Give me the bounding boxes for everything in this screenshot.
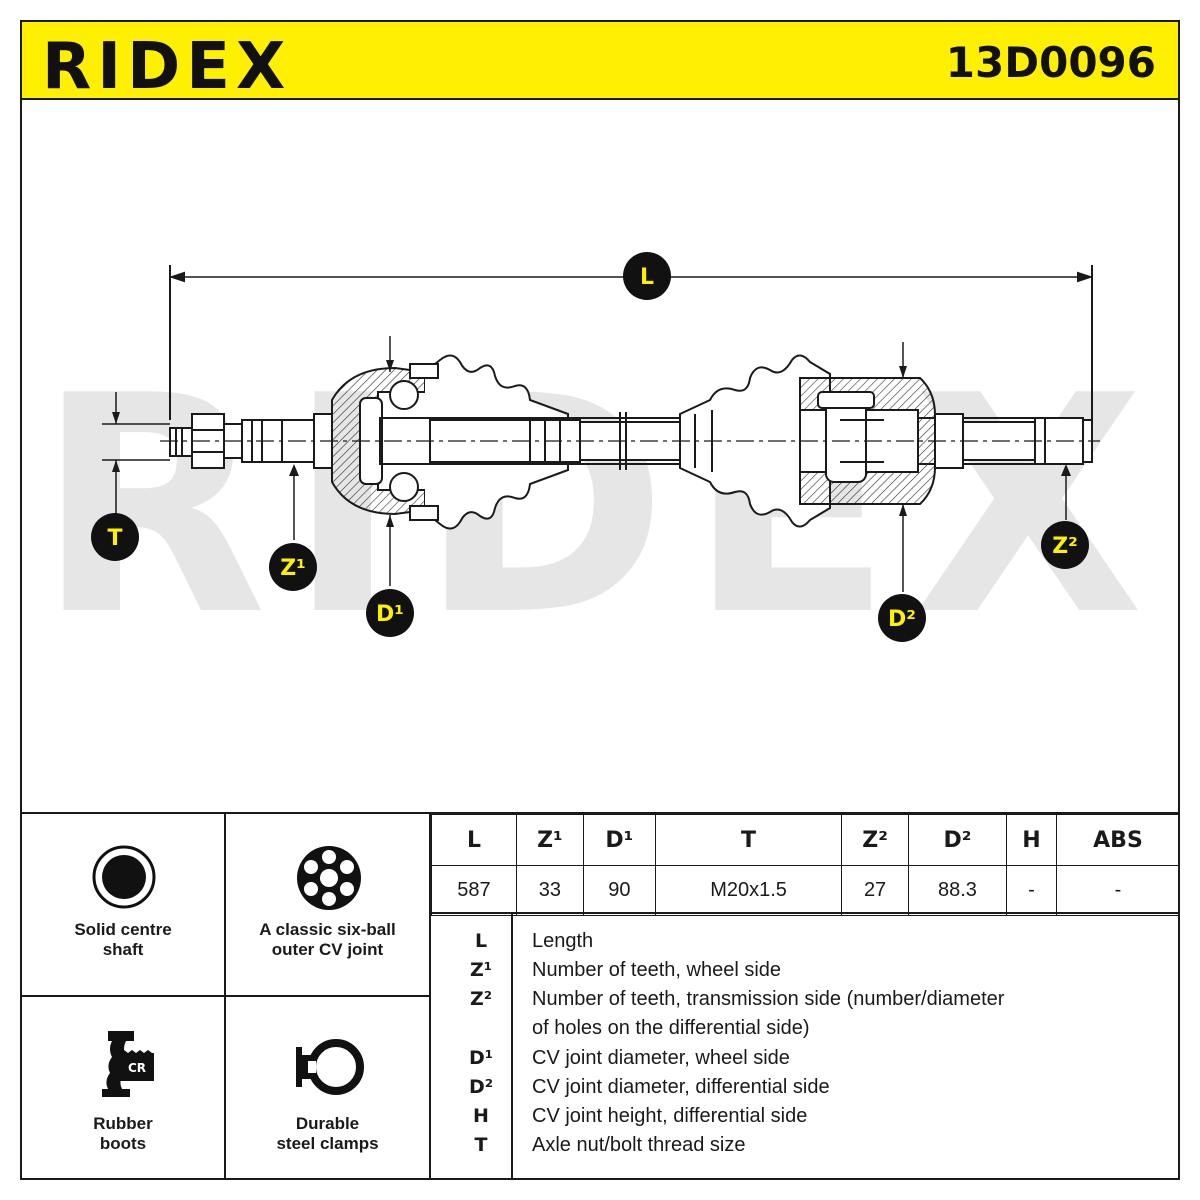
svg-text:T: T <box>107 526 122 551</box>
marker-Z1: Z¹ <box>269 543 317 591</box>
feature-steel-clamps: Durable steel clamps <box>226 997 431 1180</box>
legend-symbol: Z² <box>469 988 493 1010</box>
legend: L Length Z¹ Number of teeth, wheel side … <box>431 912 1180 1180</box>
brand-logo: RIDEX <box>42 30 292 104</box>
legend-row: D² CV joint diameter, differential side <box>431 1076 1180 1105</box>
legend-description: Axle nut/bolt thread size <box>532 1134 746 1156</box>
svg-text:CR: CR <box>128 1061 146 1075</box>
feature-solid-shaft: Solid centre shaft <box>20 813 226 997</box>
spec-header-cell: Z¹ <box>515 814 584 866</box>
spec-header-cell: D¹ <box>582 814 656 866</box>
legend-row: L Length <box>431 930 1180 959</box>
spec-header-cell: H <box>1005 814 1057 866</box>
spec-header-cell: D² <box>907 814 1007 866</box>
marker-Z2: Z² <box>1041 521 1089 569</box>
marker-D1: D¹ <box>366 589 414 637</box>
legend-description: of holes on the differential side) <box>532 1017 810 1039</box>
feature-six-ball-joint: A classic six-ball outer CV joint <box>226 813 431 997</box>
feature-label-line1: A classic six-ball <box>259 920 396 939</box>
legend-symbol: H <box>473 1105 489 1127</box>
spec-header-cell: Z² <box>841 814 909 866</box>
part-number: 13D0096 <box>945 38 1156 87</box>
spec-header-row: L Z¹ D¹ T Z² D² H ABS <box>431 814 1181 866</box>
spec-header-cell: L <box>431 814 517 866</box>
spec-value-row: 587 33 90 M20x1.5 27 88.3 - - <box>431 865 1181 916</box>
feature-rubber-boots: CR Rubber boots <box>20 997 226 1180</box>
spec-value-cell: 88.3 <box>907 865 1007 916</box>
svg-text:D¹: D¹ <box>376 602 404 627</box>
spec-value-cell: 90 <box>582 865 656 916</box>
svg-text:Z¹: Z¹ <box>280 556 306 581</box>
legend-row: Z¹ Number of teeth, wheel side <box>431 959 1180 988</box>
watermark: RIDEX <box>36 332 1164 681</box>
feature-label-line1: Durable <box>295 1114 360 1133</box>
spec-value-cell: M20x1.5 <box>654 865 843 916</box>
marker-T: T <box>91 513 139 561</box>
feature-label-line1: Solid centre <box>74 920 172 939</box>
feature-label-line2: steel clamps <box>276 1134 379 1153</box>
feature-label-line1: Rubber <box>93 1114 153 1133</box>
legend-symbol: D² <box>468 1076 494 1098</box>
marker-L: L <box>623 252 671 300</box>
legend-description: CV joint height, differential side <box>532 1105 808 1127</box>
legend-row: of holes on the differential side) <box>431 1017 1180 1046</box>
legend-symbol: T <box>474 1134 488 1156</box>
spec-value-cell: - <box>1005 865 1057 916</box>
spec-value-cell: 33 <box>515 865 584 916</box>
spec-value-cell: - <box>1055 865 1181 916</box>
svg-text:Z²: Z² <box>1052 534 1078 559</box>
legend-symbol: D¹ <box>468 1047 494 1069</box>
spec-value-cell: 27 <box>841 865 909 916</box>
legend-divider <box>511 914 513 1180</box>
legend-description: CV joint diameter, differential side <box>532 1076 830 1098</box>
marker-D2: D² <box>878 594 926 642</box>
legend-description: Length <box>532 930 594 952</box>
six-ball-joint-icon <box>297 846 361 910</box>
legend-row: Z² Number of teeth, transmission side (n… <box>431 988 1180 1017</box>
solid-shaft-icon <box>92 845 156 909</box>
legend-row: D¹ CV joint diameter, wheel side <box>431 1047 1180 1076</box>
legend-row: H CV joint height, differential side <box>431 1105 1180 1134</box>
feature-label-line2: outer CV joint <box>271 940 384 959</box>
legend-symbol: Z¹ <box>469 959 493 981</box>
feature-label-line2: boots <box>99 1134 147 1153</box>
legend-description: Number of teeth, transmission side (numb… <box>532 988 1005 1010</box>
header-bar: RIDEX 13D0096 <box>20 20 1180 104</box>
svg-text:D²: D² <box>888 607 916 632</box>
legend-description: Number of teeth, wheel side <box>532 959 782 981</box>
rubber-boot-icon: CR <box>102 1031 154 1097</box>
feature-label-line2: shaft <box>102 940 144 959</box>
steel-clamp-icon <box>296 1039 364 1095</box>
spec-table: L Z¹ D¹ T Z² D² H ABS 587 33 90 M20x1.5 … <box>431 814 1181 916</box>
legend-symbol: L <box>474 930 488 952</box>
spec-header-cell: ABS <box>1055 814 1181 866</box>
legend-description: CV joint diameter, wheel side <box>532 1047 790 1069</box>
spec-value-cell: 587 <box>431 865 517 916</box>
legend-row: T Axle nut/bolt thread size <box>431 1134 1180 1163</box>
svg-text:L: L <box>640 265 654 290</box>
spec-header-cell: T <box>654 814 843 866</box>
